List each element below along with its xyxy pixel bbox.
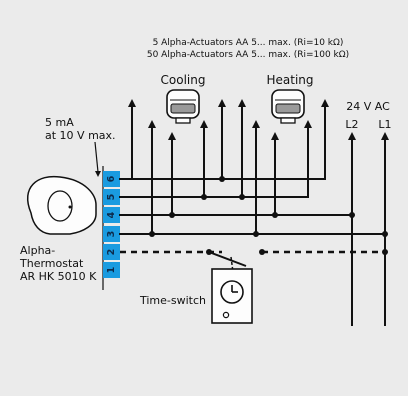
terminal-block: 6 5 4 3 2 1	[102, 166, 120, 290]
svg-text:6: 6	[106, 175, 117, 182]
terminal-5: 5	[103, 189, 120, 205]
clock-icon	[220, 280, 244, 304]
svg-text:4: 4	[106, 211, 117, 218]
terminal-2: 2	[103, 244, 120, 260]
wire-arrows	[128, 99, 389, 140]
signal-line-2: at 10 V max.	[45, 129, 116, 142]
time-switch-box	[211, 268, 253, 324]
heating-label: Heating	[266, 73, 313, 87]
terminal-4: 4	[103, 207, 120, 223]
signal-arrow	[94, 141, 101, 177]
terminal-1: 1	[103, 262, 120, 278]
l2-label: L2	[345, 118, 358, 131]
signal-line-1: 5 mA	[45, 116, 74, 129]
cooling-actuator-icon	[166, 89, 200, 124]
l1-label: L1	[378, 118, 391, 131]
svg-text:3: 3	[106, 231, 117, 238]
time-switch-label: Time-switch	[139, 294, 206, 307]
thermostat-line-2: Thermostat	[19, 257, 84, 270]
terminal-6: 6	[103, 171, 120, 187]
thermostat-line-1: Alpha-	[20, 244, 55, 257]
supply-voltage-label: 24 V AC	[346, 100, 390, 113]
terminal-3: 3	[103, 226, 120, 242]
thermostat-line-3: AR HK 5010 K	[20, 270, 97, 283]
junction-dots	[149, 176, 388, 255]
svg-text:1: 1	[106, 267, 117, 274]
knob-icon	[222, 311, 230, 319]
svg-text:2: 2	[106, 249, 117, 256]
thermostat-icon	[26, 175, 97, 235]
svg-text:5: 5	[106, 194, 117, 201]
heating-actuator-icon	[271, 89, 305, 124]
header-line-1: 5 Alpha-Actuators AA 5... max. (Ri=10 kΩ…	[153, 38, 344, 48]
cooling-label: Cooling	[161, 73, 206, 87]
header-line-2: 50 Alpha-Actuators AA 5... max. (Ri=100 …	[147, 50, 349, 60]
